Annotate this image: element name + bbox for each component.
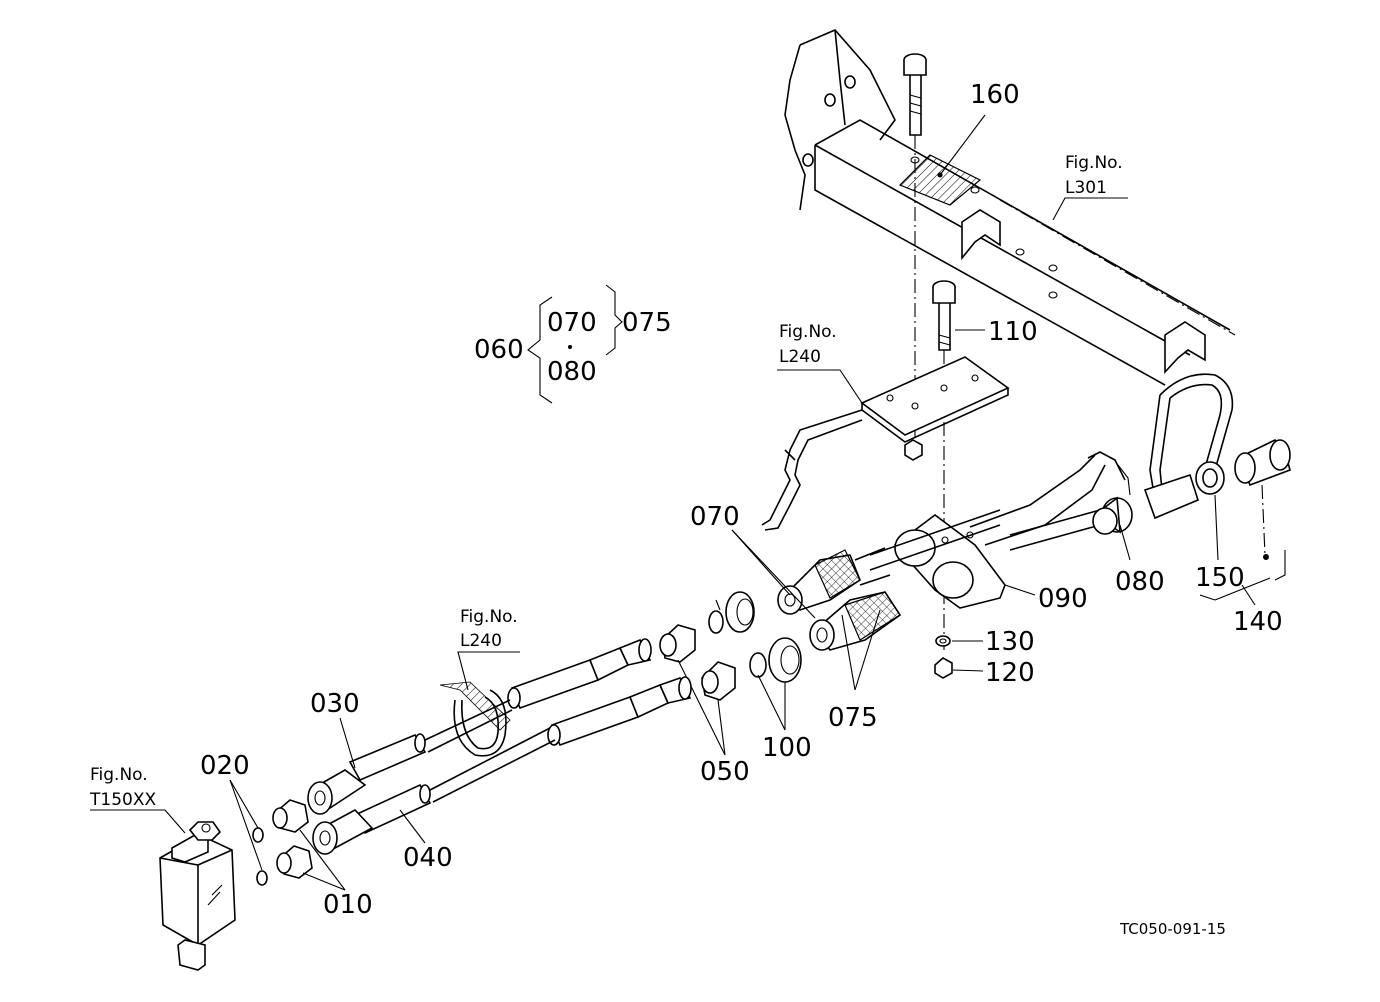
callout-100: 100 — [762, 733, 812, 763]
hose-040 — [312, 727, 556, 855]
oring-020 — [229, 779, 268, 886]
fig-ref-title-3: Fig.No. — [460, 607, 518, 627]
plate-l240 — [761, 356, 1010, 531]
callout-120: 120 — [985, 658, 1035, 688]
callout-010: 010 — [323, 890, 373, 920]
callout-labels: 160 110 070 075 060 080 070 090 080 150 … — [200, 80, 1283, 920]
fig-ref-title-4: Fig.No. — [90, 765, 148, 785]
middle-hoses — [507, 638, 692, 747]
callout-075-group: 075 — [622, 308, 672, 338]
cross-beam — [814, 119, 1236, 386]
callout-030: 030 — [310, 689, 360, 719]
holder-090 — [893, 514, 1036, 609]
adapter-050-upper — [659, 624, 696, 663]
shackle-150 — [1143, 373, 1234, 561]
callout-leaders-050 — [677, 659, 726, 756]
plug-140 — [1199, 439, 1291, 606]
fig-ref-title-2: Fig.No. — [779, 322, 837, 342]
band-clamp — [439, 651, 520, 757]
figure-references: Fig.No. L301 Fig.No. L240 Fig.No. L240 F… — [89, 153, 1123, 810]
oring-small — [708, 599, 786, 731]
callout-075: 075 — [828, 703, 878, 733]
callout-070-group: 070 — [547, 308, 597, 338]
fig-ref-title-1: Fig.No. — [1065, 153, 1123, 173]
ring-100-lower — [768, 637, 802, 683]
group-bracket-060 — [527, 284, 623, 404]
fig-ref-code-4: T150XX — [89, 790, 156, 810]
frame-bracket — [784, 29, 896, 211]
callout-150: 150 — [1195, 563, 1245, 593]
callout-110: 110 — [988, 317, 1038, 347]
upper-hose — [969, 451, 1131, 551]
nut-120 — [934, 657, 984, 679]
callout-070: 070 — [690, 502, 740, 532]
fitting-010-upper — [272, 799, 309, 833]
callout-020: 020 — [200, 751, 250, 781]
document-code: TC050-091-15 — [1119, 920, 1226, 938]
ring-100-upper — [725, 591, 755, 633]
coupler-070-upper — [777, 509, 1001, 615]
valve-t150xx — [90, 809, 236, 971]
callout-060: 060 — [474, 335, 524, 365]
callout-leaders-010 — [299, 829, 346, 891]
fig-ref-code-1: L301 — [1065, 178, 1107, 198]
hose-030 — [307, 699, 513, 815]
callout-140: 140 — [1233, 607, 1283, 637]
callout-080-group: 080 — [547, 357, 597, 387]
callout-080: 080 — [1115, 567, 1165, 597]
callout-090: 090 — [1038, 584, 1088, 614]
fig-l301-leader — [1052, 197, 1128, 221]
fig-ref-code-3: L240 — [460, 631, 502, 651]
decal-160 — [898, 114, 986, 206]
callout-130: 130 — [985, 627, 1035, 657]
fig-ref-code-2: L240 — [779, 347, 821, 367]
callout-040: 040 — [403, 843, 453, 873]
callout-leaders-070-075 — [731, 529, 881, 691]
callout-050: 050 — [700, 757, 750, 787]
fitting-010-lower — [276, 845, 313, 879]
coupler-080 — [1092, 496, 1133, 561]
washer-130 — [935, 635, 983, 647]
plate-nut — [904, 439, 923, 461]
coupler-075-lower — [809, 591, 902, 651]
adapter-050-lower — [701, 661, 736, 701]
callout-160: 160 — [970, 80, 1020, 110]
